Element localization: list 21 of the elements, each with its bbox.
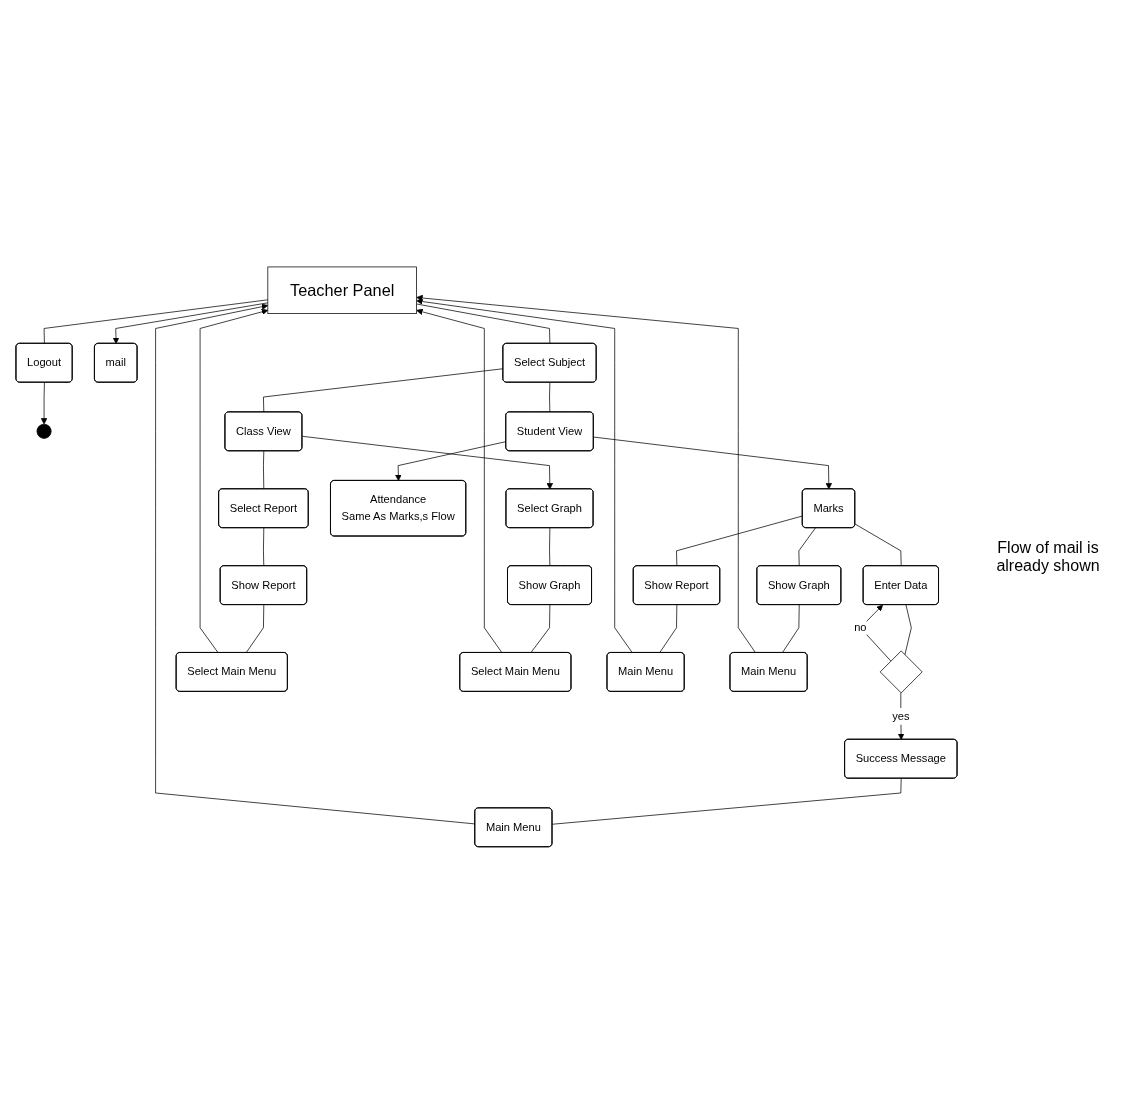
connector — [549, 527, 551, 567]
note-text: Flow of mail is already shown — [995, 538, 1101, 575]
connector — [904, 604, 912, 655]
node-circle — [36, 423, 52, 439]
connector — [676, 515, 803, 567]
connector — [659, 604, 678, 653]
edge-label: no — [854, 620, 867, 634]
connector — [549, 381, 551, 413]
edge-label: yes — [892, 708, 910, 722]
node-box: Teacher Panel — [267, 266, 417, 314]
connector — [530, 604, 551, 653]
connector — [245, 604, 265, 653]
connector — [263, 450, 265, 490]
connector — [552, 777, 902, 825]
node-diamond — [879, 650, 923, 693]
connector — [263, 368, 504, 413]
connector — [416, 303, 551, 344]
connector — [781, 604, 800, 653]
connector — [263, 527, 265, 567]
connector — [798, 527, 816, 567]
connector — [854, 523, 902, 567]
